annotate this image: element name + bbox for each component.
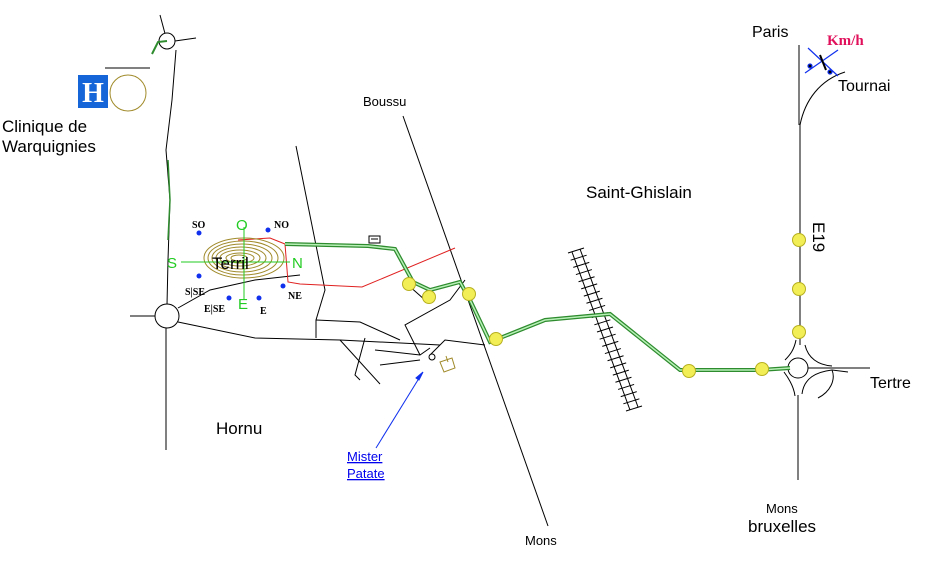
- direction-dots: [196, 227, 286, 301]
- label-hornu: Hornu: [216, 419, 262, 438]
- dir-no: NO: [274, 220, 289, 231]
- road-central-branch: [315, 319, 401, 341]
- label-clinic-1: Clinique de: [2, 117, 87, 136]
- label-mons-bruxelles-1: Mons: [766, 501, 798, 516]
- interchange-loop-se: [801, 369, 849, 395]
- dir-so: SO: [192, 220, 206, 231]
- interchange-loop-ne: [804, 344, 833, 367]
- clinic-symbol: [105, 67, 150, 112]
- label-tournai: Tournai: [838, 78, 890, 95]
- route-marker: [462, 287, 476, 301]
- label-boussu: Boussu: [363, 94, 406, 109]
- dir-ne: NE: [288, 291, 302, 302]
- road-top-left-branch: [174, 37, 197, 42]
- road-local-6: [429, 339, 486, 356]
- route-marker: [422, 290, 436, 304]
- label-mons-bottom: Mons: [525, 533, 557, 548]
- shop-dot: [428, 353, 436, 361]
- route-marker: [792, 233, 806, 247]
- label-tertre: Tertre: [870, 375, 911, 392]
- label-mons-bruxelles-2: bruxelles: [748, 517, 816, 536]
- mister-patate-link[interactable]: Mister Patate: [347, 449, 385, 481]
- compass: [181, 227, 290, 300]
- shop-icon: [439, 355, 456, 373]
- markers: [402, 233, 806, 378]
- interchange-loop-nw: [784, 339, 797, 361]
- compass-north: N: [292, 255, 303, 272]
- building-icon: [368, 235, 381, 244]
- railway: [567, 247, 643, 412]
- route-marker: [402, 277, 416, 291]
- compass-east: E: [238, 296, 248, 313]
- route-marker: [792, 325, 806, 339]
- tournai-curve: [799, 71, 846, 126]
- roundabout-bottom-left: [154, 303, 180, 329]
- road-local-5: [404, 279, 466, 356]
- route-marker: [755, 362, 769, 376]
- road-local-3: [374, 347, 431, 356]
- route-marker: [489, 332, 503, 346]
- mister-patate-line2[interactable]: Patate: [347, 466, 385, 481]
- terril-contours: [203, 237, 285, 279]
- route: [151, 40, 791, 372]
- label-paris: Paris: [752, 24, 788, 41]
- compass-west: O: [236, 217, 248, 234]
- dir-ese: E|SE: [204, 304, 225, 315]
- road-local-2: [354, 337, 366, 381]
- route-marker: [792, 282, 806, 296]
- label-clinic-2: Warquignies: [2, 137, 96, 156]
- road-roundabout-ne: [177, 274, 301, 309]
- compass-south: S: [167, 255, 177, 272]
- speed-camera-label: Km/h: [827, 33, 864, 49]
- dir-sse: S|SE: [185, 287, 205, 298]
- red-road: [237, 237, 456, 288]
- road-north-diagonal: [295, 145, 326, 338]
- interchange-center: [787, 357, 809, 379]
- route-clinic: [151, 40, 168, 55]
- road-boussu-mons: [402, 115, 549, 527]
- route-marker: [682, 364, 696, 378]
- mister-patate-line1[interactable]: Mister: [347, 449, 383, 464]
- speed-camera-icon: [804, 47, 839, 77]
- road-local-4: [379, 359, 421, 366]
- roads: [130, 14, 870, 527]
- hospital-icon: H: [82, 78, 104, 109]
- link-arrow: [375, 371, 424, 449]
- route-west-segment: [167, 159, 171, 241]
- interchange-loop-se2: [817, 369, 834, 399]
- terril-label: Terril: [212, 254, 249, 273]
- road-roundabout-east: [177, 321, 441, 346]
- label-e19: E19: [809, 222, 828, 252]
- road-local-1: [339, 339, 381, 385]
- interchange-loop-sw: [783, 371, 796, 397]
- label-saint-ghislain: Saint-Ghislain: [586, 183, 692, 202]
- dir-e-small: E: [260, 306, 267, 317]
- hospital-sign: H: [78, 75, 108, 109]
